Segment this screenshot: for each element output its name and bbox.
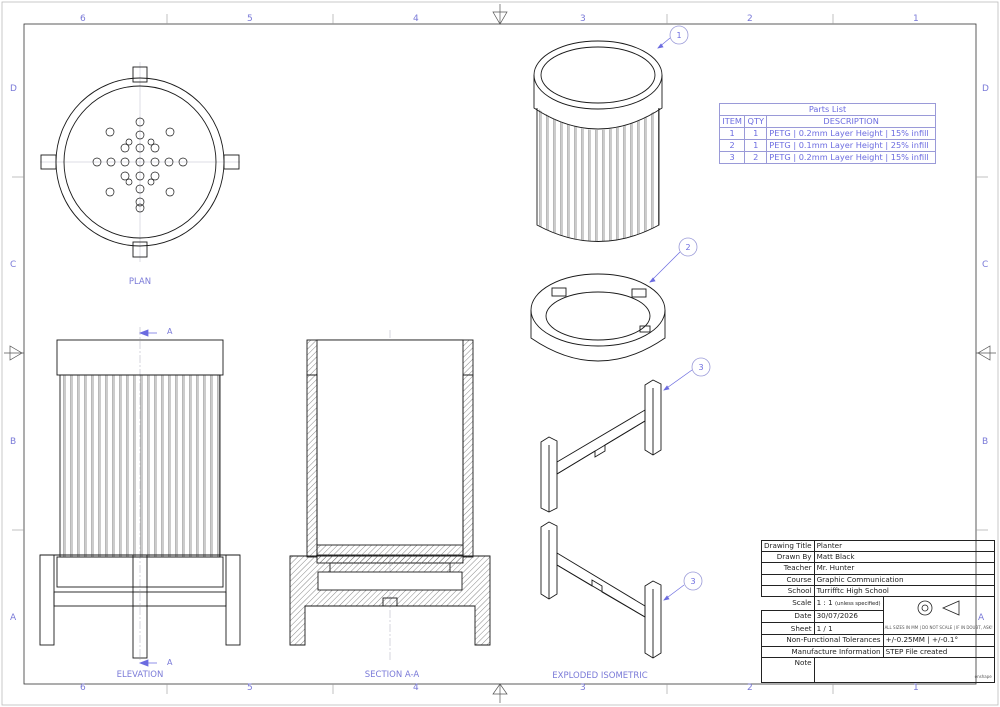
stand-part-upper: [540, 379, 662, 513]
balloon-3a: 3: [691, 357, 711, 377]
drawing-title: Planter: [813, 539, 995, 553]
section-marker-top: [138, 329, 157, 337]
zone-row-right: D: [982, 84, 989, 94]
tolerances: +/-0.25MM | +/-0.1°: [882, 634, 995, 647]
zone-col-top: 2: [747, 14, 753, 24]
zone-col-bottom: 6: [80, 683, 86, 693]
ring-part: [530, 273, 666, 362]
parts-header-description: DESCRIPTION: [766, 115, 936, 128]
svg-text:1: 1: [676, 31, 681, 40]
zone-col-top: 5: [247, 14, 253, 24]
balloon-1: 1: [669, 25, 689, 45]
pot-part: [533, 40, 663, 242]
parts-item: 2: [718, 139, 746, 152]
tb-label: School: [761, 584, 815, 598]
zone-col-bottom: 5: [247, 683, 253, 693]
zone-row-left: C: [10, 260, 17, 270]
elevation-label: ELEVATION: [116, 670, 164, 680]
tb-label: Date: [761, 609, 815, 623]
section-marker-label-bottom: A: [167, 658, 173, 667]
zone-col-bottom: 1: [913, 683, 919, 693]
svg-text:3: 3: [690, 577, 695, 586]
zone-col-bottom: 4: [413, 683, 419, 693]
drainage-holes: [92, 117, 188, 213]
centering-marks: [4, 4, 996, 703]
exploded-label: EXPLODED ISOMETRIC: [552, 671, 648, 681]
table-row: 1 1 PETG | 0.2mm Layer Height | 15% infi…: [718, 127, 936, 140]
zone-row-right: C: [982, 260, 989, 270]
section-marker-label-top: A: [167, 327, 173, 336]
balloon-leaders: [649, 37, 693, 601]
parts-list-title: Parts List: [719, 103, 936, 116]
parts-description: PETG | 0.2mm Layer Height | 15% infill: [766, 151, 936, 164]
zone-ticks: [12, 14, 988, 694]
scale: 1 : 1 (unless specified): [813, 596, 884, 611]
plan-label: PLAN: [128, 277, 152, 287]
tb-label: Manufacture Information: [761, 645, 884, 658]
parts-description: PETG | 0.2mm Layer Height | 15% infill: [766, 127, 936, 140]
section-label: SECTION A-A: [364, 670, 420, 680]
third-angle-projection-icon: [917, 600, 960, 616]
parts-qty: 1: [744, 139, 768, 152]
parts-item: 1: [718, 127, 746, 140]
sheet-number: 1 / 1: [813, 621, 884, 636]
zone-row-left: B: [10, 437, 17, 447]
section-view: [289, 330, 491, 660]
svg-text:3: 3: [698, 363, 703, 372]
course: Graphic Communication: [813, 573, 995, 586]
title-block: Drawing Title Planter Drawn By Matt Blac…: [761, 539, 995, 683]
footer-mark: onshape: [974, 673, 992, 679]
parts-header-item: ITEM: [718, 115, 746, 128]
manufacture-info: STEP File created: [882, 645, 995, 658]
elevation-view: [39, 327, 241, 660]
tb-label: Drawn By: [761, 551, 815, 564]
balloon-2: 2: [678, 237, 698, 257]
tb-label: Scale: [761, 596, 815, 611]
zone-col-top: 1: [913, 14, 919, 24]
drawn-by: Matt Black: [813, 551, 995, 564]
tb-label: Non-Functional Tolerances: [761, 634, 884, 647]
tb-label: Note: [761, 656, 815, 683]
zone-row-left: A: [10, 613, 17, 623]
svg-text:2: 2: [685, 243, 690, 252]
table-row: 2 1 PETG | 0.1mm Layer Height | 25% infi…: [718, 139, 936, 152]
balloon-3b: 3: [683, 571, 703, 591]
date: 30/07/2026: [813, 609, 884, 623]
parts-qty: 1: [744, 127, 768, 140]
zone-col-top: 4: [413, 14, 419, 24]
zone-col-bottom: 3: [580, 683, 586, 693]
projection-note: ALL SIZES IN MM | DO NOT SCALE | IF IN D…: [884, 625, 993, 631]
parts-item: 3: [718, 151, 746, 164]
tb-label: Teacher: [761, 562, 815, 575]
teacher: Mr. Hunter: [813, 562, 995, 575]
zone-col-top: 6: [80, 14, 86, 24]
tb-label: Course: [761, 573, 815, 586]
stand-part-lower: [540, 521, 662, 659]
scale-value: 1 : 1: [816, 597, 833, 607]
parts-qty: 2: [744, 151, 768, 164]
plan-view: [40, 62, 240, 262]
projection-cell: ALL SIZES IN MM | DO NOT SCALE | IF IN D…: [882, 596, 995, 636]
tb-label: Sheet: [761, 621, 815, 636]
section-marker-bottom: [138, 659, 157, 667]
zone-col-bottom: 2: [747, 683, 753, 693]
table-row: 3 2 PETG | 0.2mm Layer Height | 15% infi…: [718, 151, 936, 164]
zone-col-top: 3: [580, 14, 586, 24]
scale-note: (unless specified): [835, 600, 881, 607]
parts-header-qty: QTY: [744, 115, 768, 128]
school: Turrifftc High School: [813, 584, 995, 598]
parts-list: Parts List ITEM QTY DESCRIPTION 1 1 PETG…: [718, 103, 936, 164]
tb-label: Drawing Title: [761, 539, 815, 553]
zone-row-right: B: [982, 437, 989, 447]
parts-description: PETG | 0.1mm Layer Height | 25% infill: [766, 139, 936, 152]
note-cell: onshape: [813, 656, 995, 683]
zone-row-left: D: [10, 84, 17, 94]
